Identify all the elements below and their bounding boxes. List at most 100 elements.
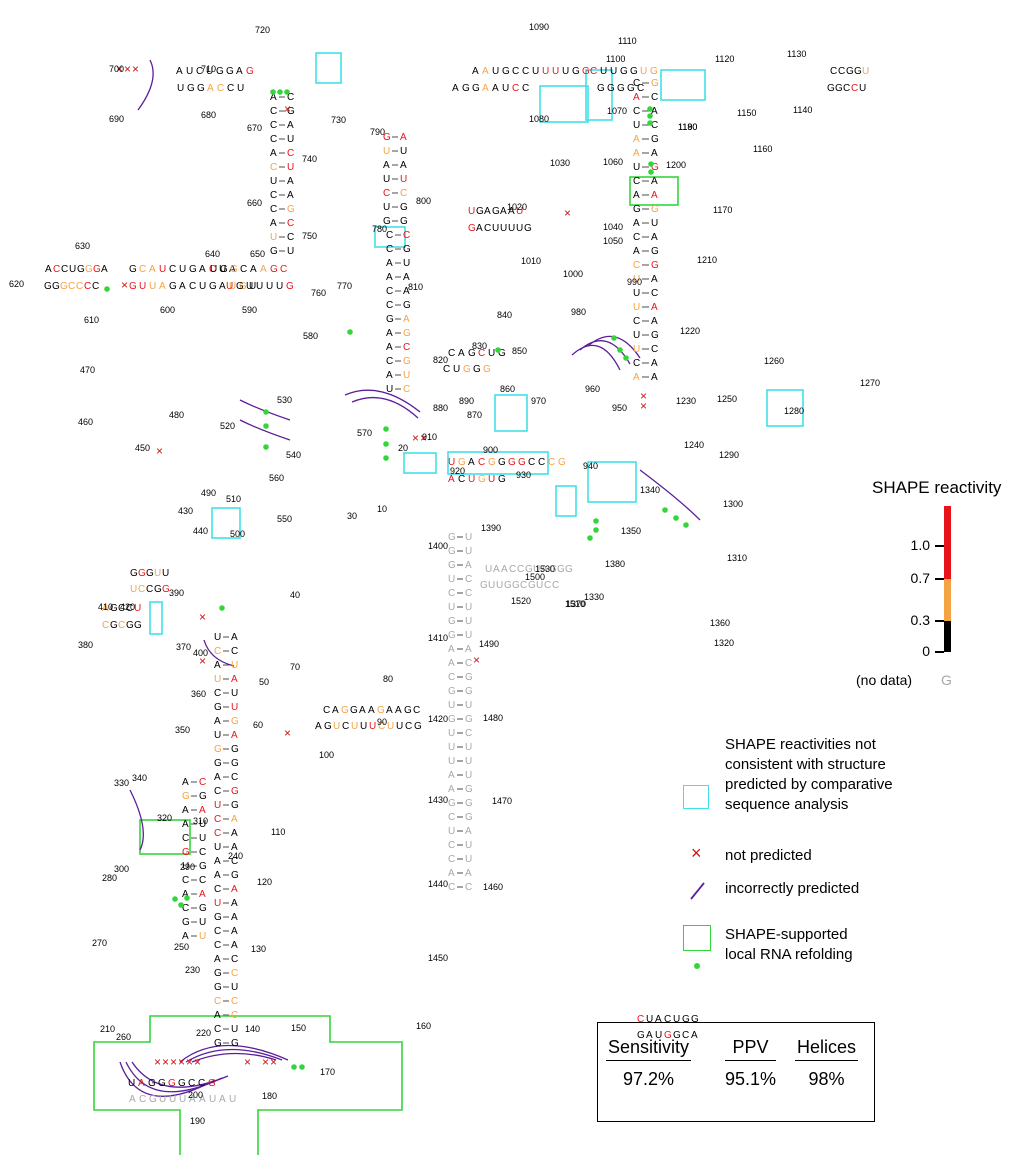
incorrect-prediction-line [239, 399, 291, 421]
position-label: 810 [408, 282, 423, 292]
nucleotide: U [231, 660, 238, 671]
position-label: 1020 [507, 202, 527, 212]
position-label: 720 [255, 25, 270, 35]
nucleotide: U [246, 281, 253, 292]
nucleotide: G [182, 847, 190, 858]
nucleotide: U [655, 1030, 662, 1041]
nucleotide: G [504, 580, 512, 591]
position-label: 930 [516, 470, 531, 480]
nucleotide: A [465, 868, 472, 879]
nucleotide: C [403, 384, 410, 395]
nucleotide: U [387, 721, 394, 732]
nucleotide: C [270, 134, 277, 145]
nucleotide: C [386, 244, 393, 255]
refolding-dot [593, 527, 599, 533]
not-predicted-mark: × [640, 399, 647, 413]
inconsistent-box [494, 394, 528, 432]
nucleotide: G [197, 83, 205, 94]
position-label: 620 [9, 279, 24, 289]
refolding-dot [270, 89, 276, 95]
incorrect-prediction-lines [119, 59, 701, 1097]
refolding-outline [93, 1015, 403, 1155]
nucleotide: G [617, 83, 625, 94]
nucleotide: A [493, 564, 500, 575]
nucleotide: U [210, 264, 217, 275]
not-predicted-mark: × [284, 102, 291, 116]
position-label: 1040 [603, 222, 623, 232]
refolding-dot [178, 902, 184, 908]
refolding-dot [587, 535, 593, 541]
refolding-dot [647, 113, 653, 119]
nucleotide: A [541, 564, 548, 575]
nucleotide: G [226, 66, 234, 77]
nucleotide: G [404, 705, 412, 716]
nucleotide: U [214, 842, 221, 853]
legend-refolding-line-2: local RNA refolding [725, 946, 853, 963]
not-predicted-mark: × [178, 1055, 185, 1069]
nucleotide: G [169, 281, 177, 292]
inconsistent-box [766, 389, 804, 427]
nucleotide: G [637, 1030, 645, 1041]
position-label: 80 [383, 674, 393, 684]
refolding-dot [219, 605, 225, 611]
nucleotide: A [101, 264, 108, 275]
position-label: 890 [459, 396, 474, 406]
nucleotide: G [465, 784, 473, 795]
nucleotide: C [76, 281, 83, 292]
nucleotide: U [468, 474, 475, 485]
nucleotide: G [187, 83, 195, 94]
nucleotide: U [400, 146, 407, 157]
refolding-dot [263, 409, 269, 415]
nucleotide: C [270, 120, 277, 131]
nucleotide: A [149, 264, 156, 275]
position-label: 1420 [428, 714, 448, 724]
nucleotide: U [169, 1094, 176, 1105]
nucleotide: A [651, 148, 658, 159]
nucleotide: A [199, 805, 206, 816]
nucleotide: A [287, 176, 294, 187]
nucleotide: G [60, 281, 68, 292]
position-label: 190 [190, 1116, 205, 1126]
nucleotide: U [488, 348, 495, 359]
position-label: 1360 [710, 618, 730, 628]
nucleotide: G [557, 564, 565, 575]
not-predicted-mark: × [284, 726, 291, 740]
position-label: 700 [109, 64, 124, 74]
no-data-label: (no data) [856, 672, 913, 688]
refolding-dot [299, 1064, 305, 1070]
nucleotide: A [176, 66, 183, 77]
nucleotide: C [214, 814, 221, 825]
position-label: 760 [311, 288, 326, 298]
nucleotide: C [448, 812, 455, 823]
nucleotide: G [216, 66, 224, 77]
incorrect-prediction-line [571, 344, 621, 371]
nucleotide: A [231, 828, 238, 839]
nucleotide: A [386, 272, 393, 283]
nucleotide: A [182, 931, 189, 942]
nucleotide: A [476, 223, 483, 234]
cross-icon: × [691, 843, 702, 863]
position-label: 110 [271, 827, 285, 837]
nucleotide: U [229, 281, 236, 292]
nucleotide: C [231, 1010, 238, 1021]
nucleotide: A [182, 805, 189, 816]
nucleotide: C [68, 281, 75, 292]
nucleotide: A [386, 342, 393, 353]
nucleotide: U [186, 66, 193, 77]
nucleotide: U [600, 66, 607, 77]
nucleotide: A [199, 264, 206, 275]
position-label: 650 [250, 249, 265, 259]
nucleotide: G [383, 216, 391, 227]
nucleotide: A [231, 674, 238, 685]
nucleotide: A [651, 358, 658, 369]
position-label: 460 [78, 417, 93, 427]
nucleotide: C [633, 106, 640, 117]
nucleotide: G [549, 564, 557, 575]
nucleotide: U [465, 700, 472, 711]
position-label: 500 [230, 529, 245, 539]
nucleotide: U [256, 281, 263, 292]
nucleotide: G [651, 162, 659, 173]
nucleotide: C [61, 264, 68, 275]
nucleotide: C [214, 926, 221, 937]
